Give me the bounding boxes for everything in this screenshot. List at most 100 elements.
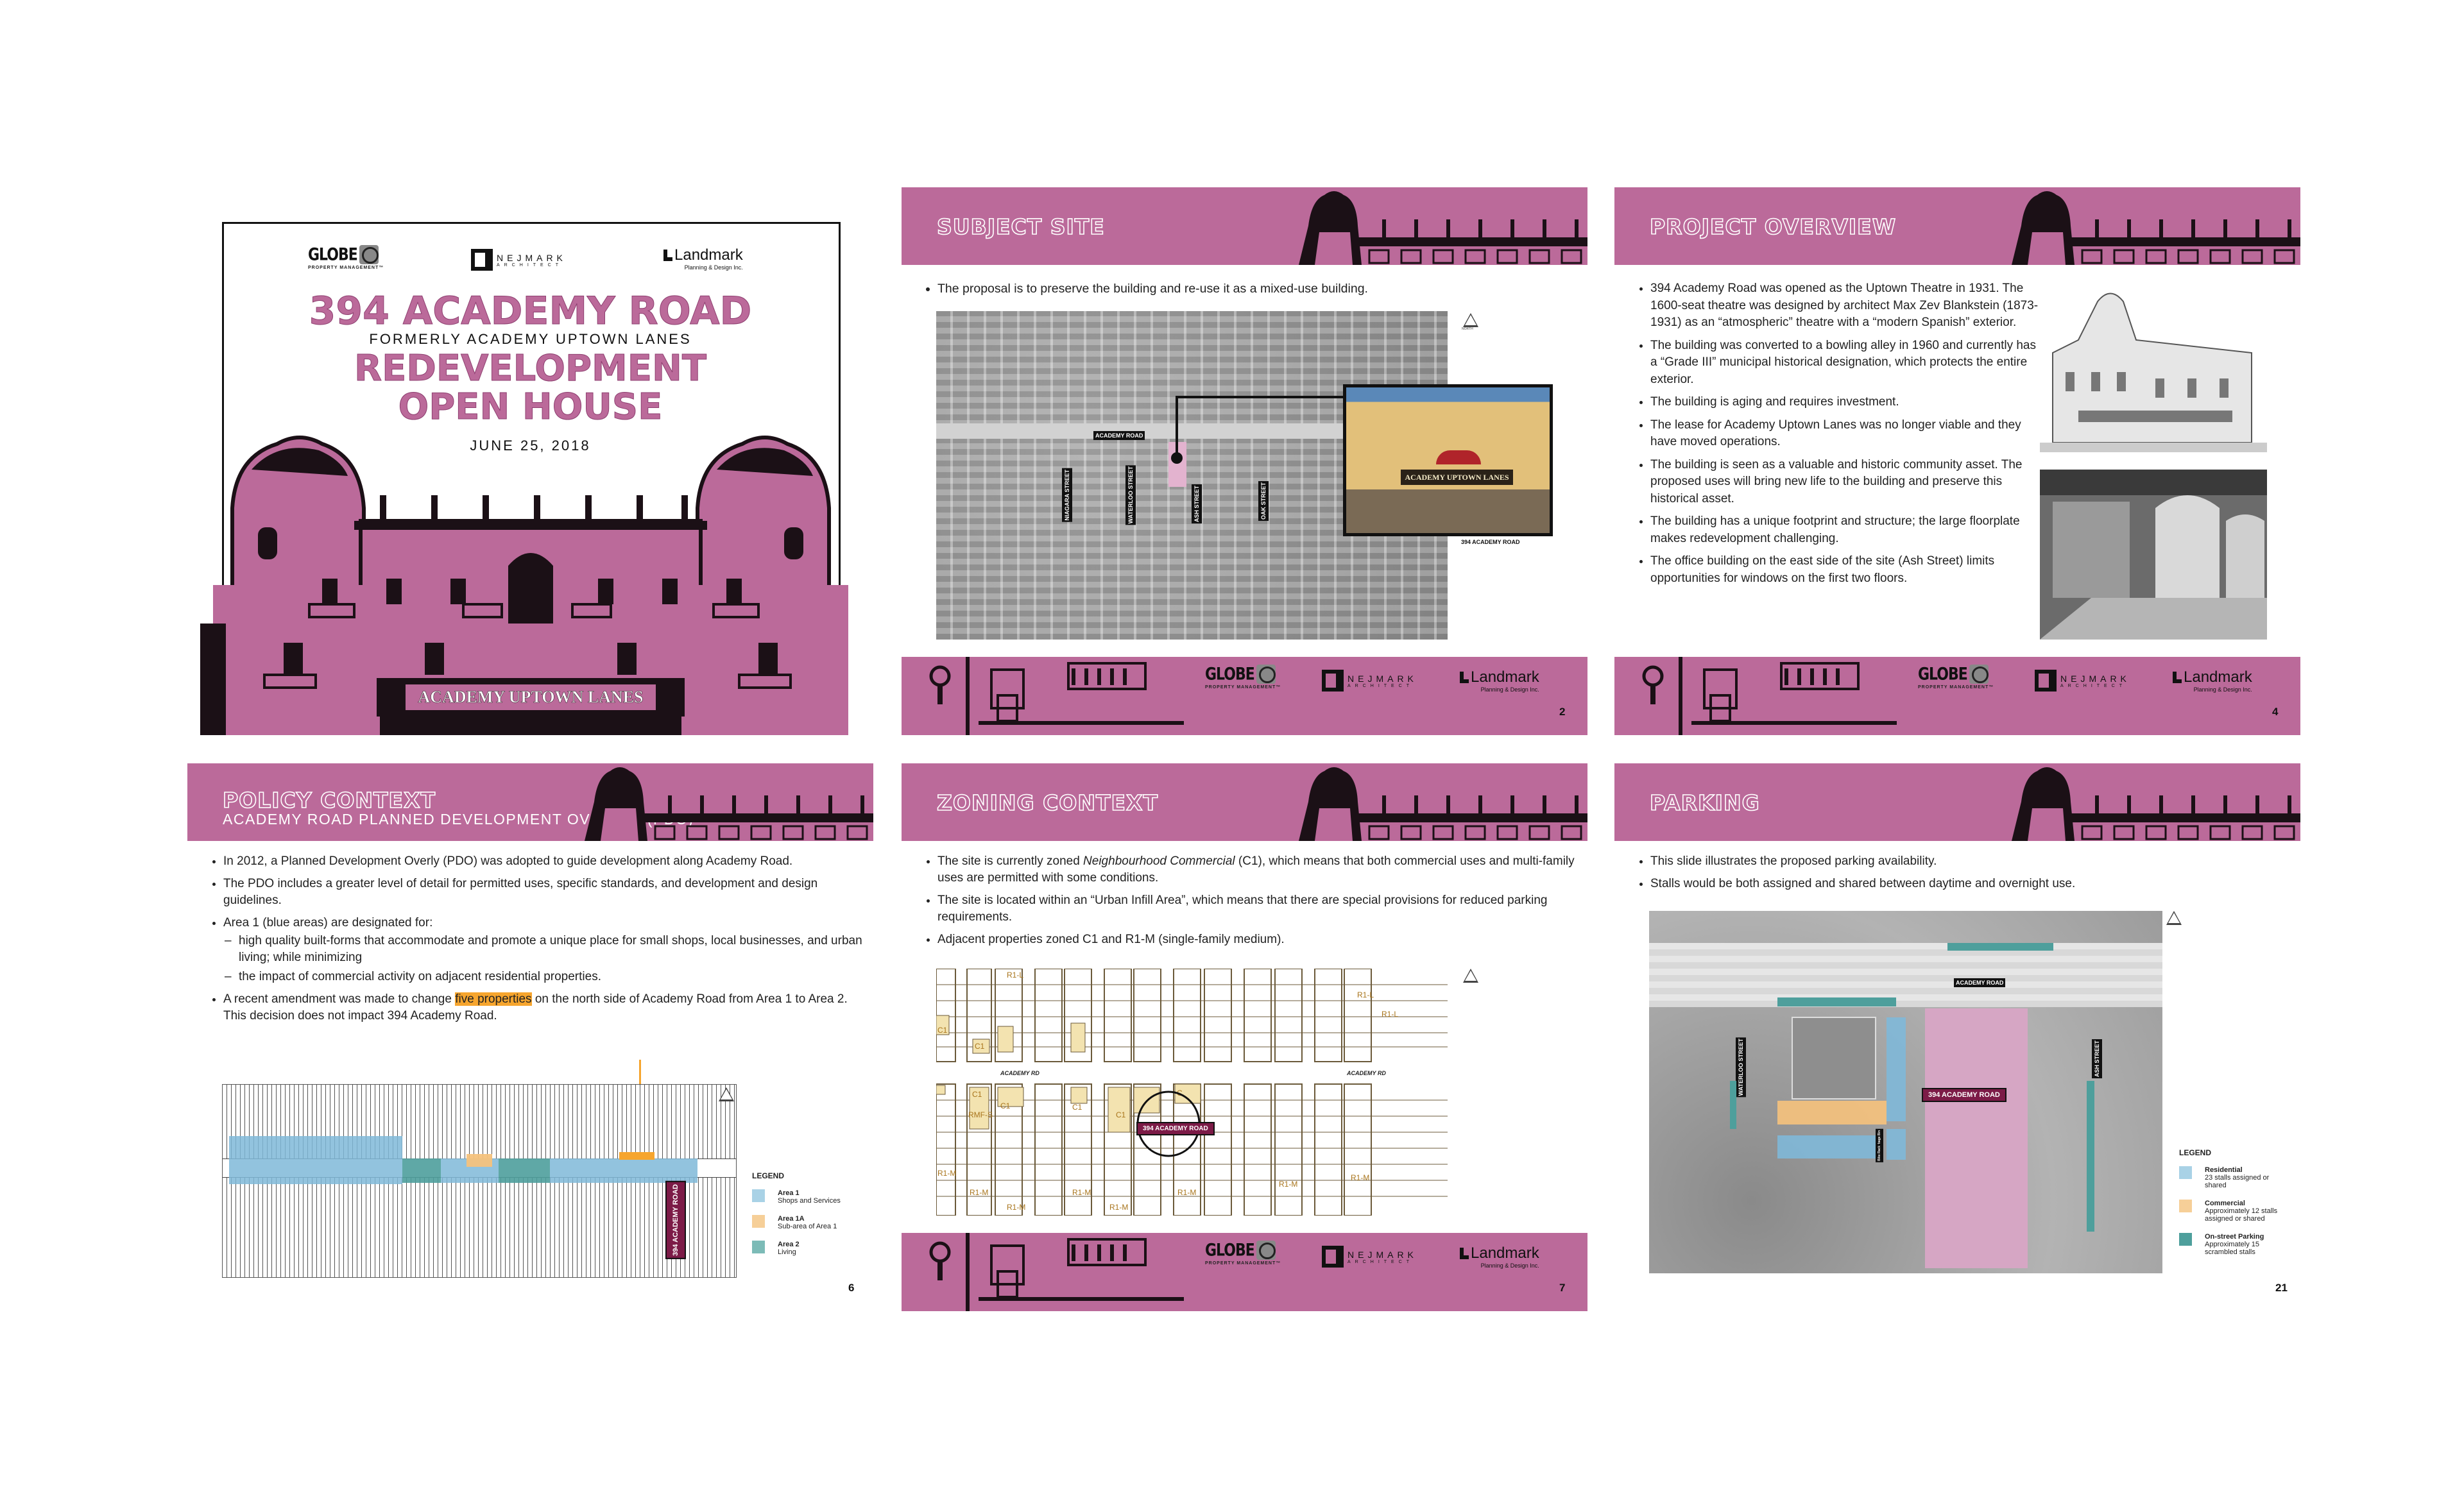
- legend-swatch: [2179, 1233, 2192, 1246]
- landmark-mark-icon: [663, 250, 672, 261]
- nejmark-sub: ARCHITECT: [2060, 683, 2127, 688]
- building-silhouette-icon: [1614, 657, 1897, 735]
- globe-logo-text: GLOBE: [1205, 1241, 1255, 1260]
- bullet-item: In 2012, a Planned Development Overly (P…: [223, 853, 865, 870]
- zone-label: R1-M: [1279, 1180, 1297, 1189]
- landmark-logo: Landmark Planning & Design Inc.: [663, 246, 743, 271]
- commercial-parking-zone: [1777, 1101, 1887, 1124]
- slide-parking[interactable]: PARKING This slide illustrates the propo…: [1614, 763, 2300, 1311]
- bullet-item: The PDO includes a greater level of deta…: [223, 876, 865, 909]
- slide-policy-context[interactable]: POLICY CONTEXT ACADEMY ROAD PLANNED DEVE…: [187, 763, 873, 1311]
- landmark-sub: Planning & Design Inc.: [1480, 686, 1539, 693]
- globe-logo-sub: PROPERTY MANAGEMENT™: [1205, 1261, 1281, 1266]
- nejmark-text: NEJMARK: [1348, 1249, 1417, 1260]
- north-arrow-icon: [1463, 969, 1478, 983]
- globe-logo-text: GLOBE: [1205, 665, 1255, 684]
- zone-label: C1: [1072, 1103, 1082, 1112]
- bullet-item: The site is located within an “Urban Inf…: [937, 892, 1579, 926]
- bullet-item: 394 Academy Road was opened as the Uptow…: [1650, 280, 2042, 332]
- title-frame: [222, 222, 841, 634]
- street-label: WATERLOO STREET: [1736, 1037, 1746, 1098]
- nejmark-mark-icon: [1322, 1246, 1344, 1268]
- legend-swatch: [2179, 1166, 2192, 1179]
- zone-label: R1-M: [1072, 1188, 1091, 1197]
- slide-subject-site[interactable]: SUBJECT SITE The proposal is to preserve…: [902, 187, 1587, 735]
- page-number: 4: [2272, 706, 2279, 718]
- building-silhouette-icon: [572, 763, 873, 841]
- theatre-photo: ACADEMY UPTOWN LANES: [1343, 384, 1553, 536]
- bullet-text: A recent amendment was made to change: [223, 992, 456, 1006]
- legend-name: On-street Parking: [2205, 1233, 2264, 1241]
- north-arrow-icon: [2166, 911, 2182, 925]
- page-number: 21: [2275, 1282, 2288, 1294]
- landmark-mark-icon: [1460, 672, 1469, 683]
- bike-rack-label: Bike Rack: [1876, 1144, 1883, 1162]
- five-properties-highlight: [619, 1152, 654, 1160]
- title-date: JUNE 25, 2018: [470, 437, 591, 454]
- zone-label: R1-M: [1007, 1203, 1025, 1212]
- bullet-list: The site is currently zoned Neighbourhoo…: [921, 853, 1579, 954]
- landmark-mark-icon: [2173, 672, 2182, 683]
- street-label: ASH STREET: [1192, 484, 1202, 524]
- landmark-text: Landmark: [674, 246, 743, 264]
- area2-zone: [499, 1158, 550, 1183]
- slide-title-text: PARKING: [1649, 790, 1760, 816]
- legend-name: Residential: [2205, 1166, 2243, 1174]
- bullet-list: The proposal is to preserve the building…: [921, 280, 1566, 303]
- on-street-parking-zone: [1947, 943, 2053, 951]
- globe-icon: [1256, 1241, 1276, 1260]
- residential-parking-zone: [1887, 1129, 1906, 1160]
- legend-swatch: [752, 1215, 765, 1228]
- bullet-text: Area 1 (blue areas) are designated for:: [223, 916, 433, 929]
- legend-desc: Approximately 12 stalls assigned or shar…: [2205, 1207, 2278, 1223]
- legend-title: LEGEND: [752, 1171, 785, 1180]
- callout-line: [1176, 396, 1178, 457]
- marquee-text: ACADEMY UPTOWN LANES: [418, 688, 643, 706]
- road-label: ACADEMY RD: [1000, 1070, 1040, 1076]
- slide-zoning-context[interactable]: ZONING CONTEXT The site is currently zon…: [902, 763, 1587, 1311]
- legend-name: Area 1: [778, 1189, 800, 1197]
- legend-desc: Living: [778, 1248, 796, 1256]
- globe-logo-sub: PROPERTY MANAGEMENT™: [1205, 685, 1281, 690]
- theatre-facade-illustration: ACADEMY UPTOWN LANES: [200, 436, 848, 735]
- slide-header: SUBJECT SITE: [902, 187, 1587, 265]
- landmark-text: Landmark: [2184, 668, 2252, 686]
- landmark-mark-icon: [1460, 1248, 1469, 1259]
- site-label: 394 ACADEMY ROAD: [1922, 1088, 2006, 1102]
- bullet-item: The building is aging and requires inves…: [1650, 394, 2042, 411]
- slide-header: PARKING: [1614, 763, 2300, 841]
- bullet-item: The proposal is to preserve the building…: [937, 280, 1566, 297]
- highlighted-text: five properties: [455, 992, 532, 1006]
- site-highlight: [1925, 1008, 2028, 1268]
- nejmark-text: NEJMARK: [2060, 673, 2130, 684]
- bullet-item: The lease for Academy Uptown Lanes was n…: [1650, 417, 2042, 451]
- sub-bullet-item: the impact of commercial activity on adj…: [225, 969, 865, 985]
- bullet-item: Stalls would be both assigned and shared…: [1650, 876, 2292, 892]
- slide-project-overview[interactable]: PROJECT OVERVIEW 394 Academy Road was op…: [1614, 187, 2300, 735]
- parking-aerial-map: ACADEMY ROAD Garbage Bin Bike Rack 394 A…: [1649, 911, 2162, 1273]
- zone-label: C1: [1000, 1101, 1011, 1110]
- site-label: 394 ACADEMY ROAD: [665, 1181, 686, 1259]
- zone-label: C1: [1116, 1110, 1126, 1119]
- globe-logo-sub: PROPERTY MANAGEMENT™: [1918, 685, 1994, 690]
- historic-exterior-sketch: [2040, 282, 2267, 452]
- site-label: 394 ACADEMY ROAD: [1136, 1122, 1215, 1135]
- legend-name: Area 2: [778, 1241, 800, 1248]
- building-silhouette-icon: [1999, 763, 2300, 841]
- legend-desc: 23 stalls assigned or shared: [2205, 1174, 2270, 1189]
- building-silhouette-icon: [902, 1233, 1184, 1311]
- nejmark-mark-icon: [1322, 670, 1344, 692]
